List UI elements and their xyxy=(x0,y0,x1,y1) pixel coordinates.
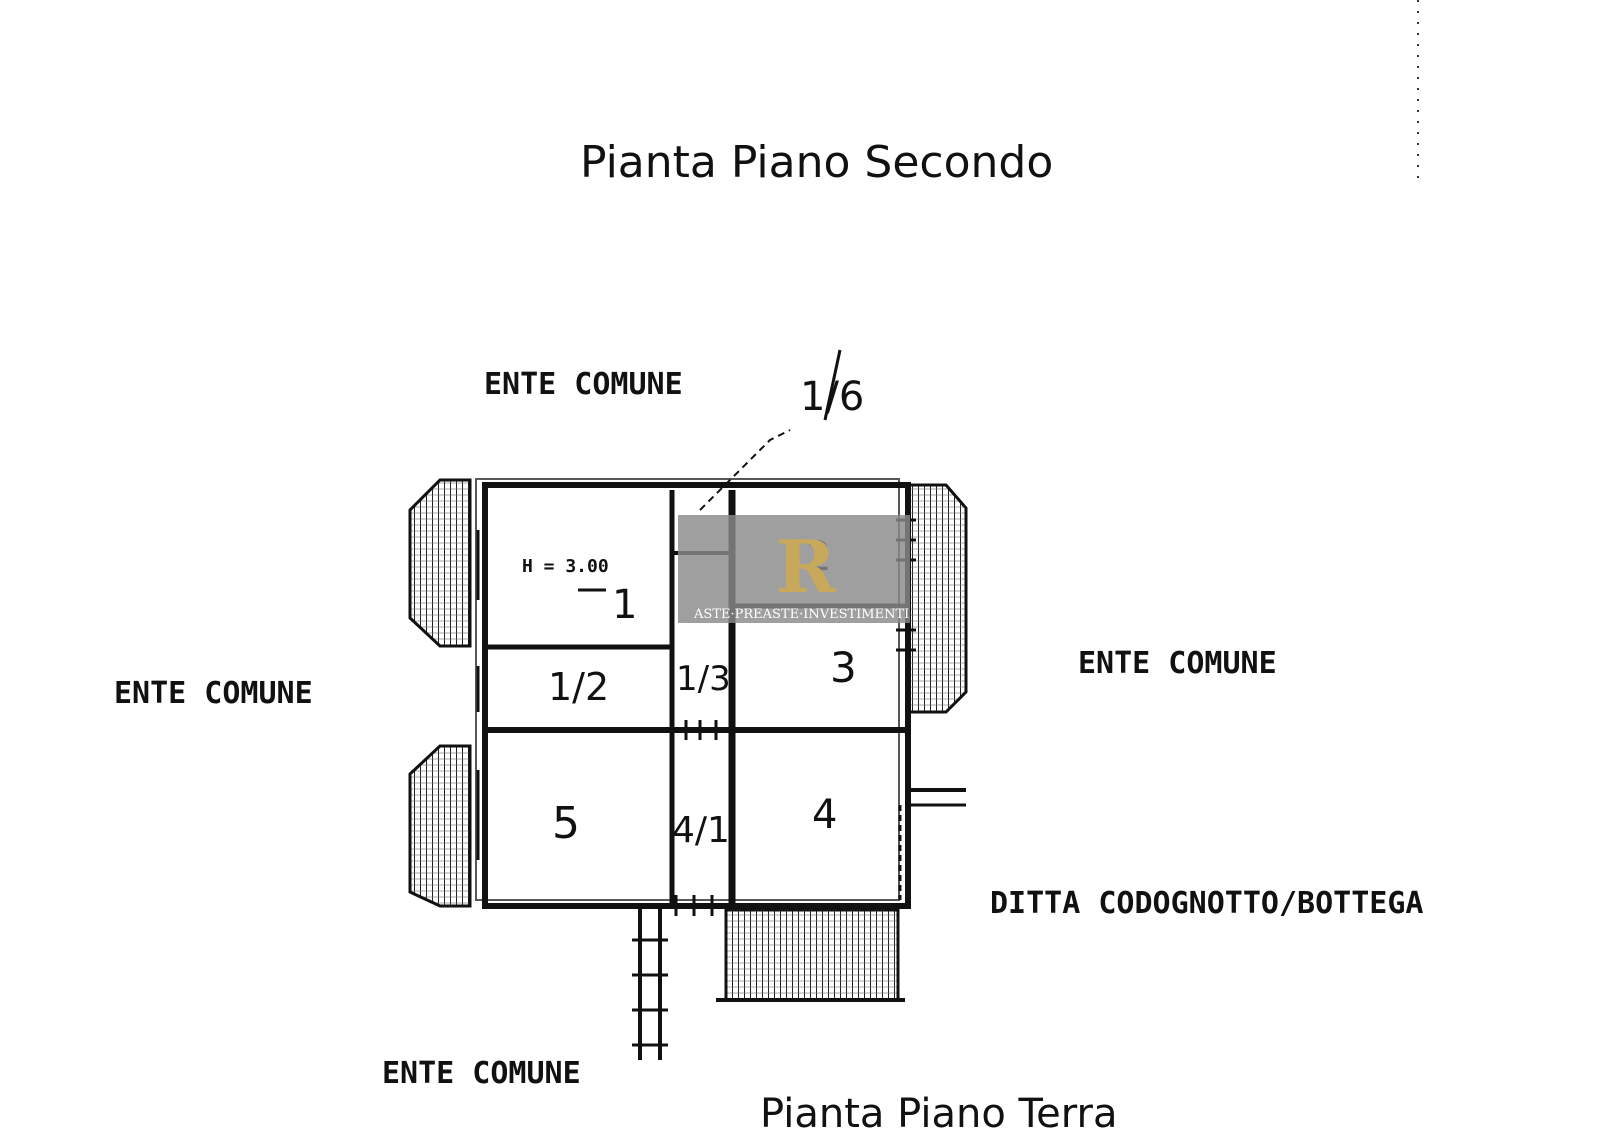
label-ente-comune-left: ENTE COMUNE xyxy=(114,676,313,711)
stairwell-lower xyxy=(632,788,966,1060)
room-1-3-label: 1/3 xyxy=(676,659,731,699)
label-ente-comune-bottom: ENTE COMUNE xyxy=(382,1056,581,1091)
room-5-label: 5 xyxy=(552,798,580,849)
watermark: R ASTE·PREASTE·INVESTIMENTI xyxy=(678,515,910,623)
watermark-logo: R xyxy=(776,524,837,609)
room-1-label: 1 xyxy=(612,582,637,628)
title-top: Pianta Piano Secondo xyxy=(580,137,1053,188)
room-4-1-label: 4/1 xyxy=(672,810,730,851)
label-ente-comune-right: ENTE COMUNE xyxy=(1078,646,1277,681)
title-bottom: Pianta Piano Terra xyxy=(760,1091,1117,1137)
leader-line xyxy=(699,429,791,511)
label-ente-comune-top: ENTE COMUNE xyxy=(484,367,683,402)
room-1-6-label: 1/6 xyxy=(800,374,864,420)
height-note: H = 3.00 xyxy=(522,556,609,577)
room-3-label: 3 xyxy=(830,643,857,692)
walls xyxy=(475,478,911,909)
leader-tick xyxy=(823,349,842,421)
watermark-box xyxy=(678,515,910,623)
room-1-2-label: 1/2 xyxy=(548,665,609,709)
room-4-label: 4 xyxy=(812,792,837,838)
watermark-text: ASTE·PREASTE·INVESTIMENTI xyxy=(693,607,909,622)
balconies xyxy=(408,478,968,908)
label-ditta: DITTA CODOGNOTTO/BOTTEGA xyxy=(990,886,1423,921)
